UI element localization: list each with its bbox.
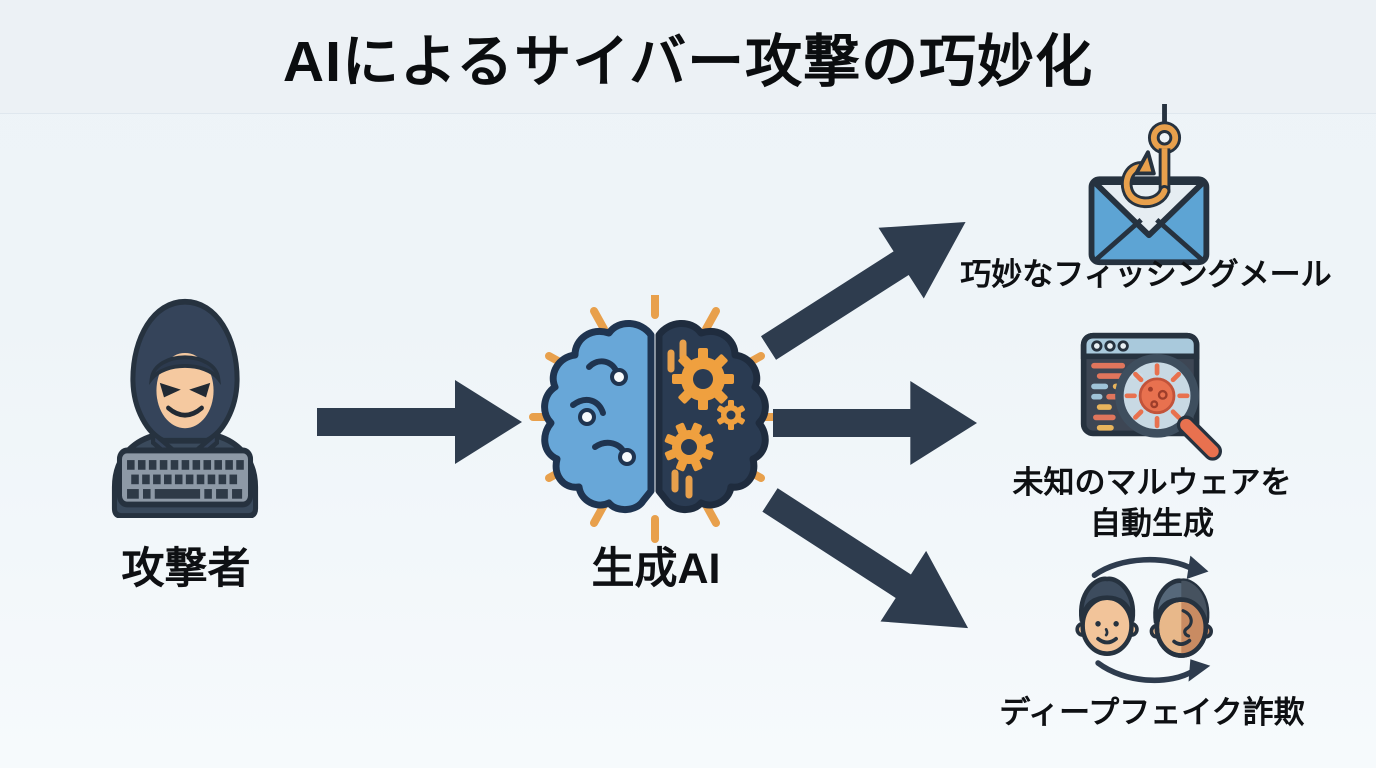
gear-medium (664, 422, 714, 472)
malware-scan-icon (1080, 332, 1222, 461)
arrow-to-malware (773, 381, 977, 465)
deepfake-face-swap-icon (1075, 555, 1213, 684)
malware-label-line1: 未知のマルウェアを (1012, 465, 1292, 500)
gear-small (717, 400, 745, 430)
gear-large (672, 348, 734, 410)
arrow-to-phishing (760, 221, 966, 360)
malware-label-line2: 自動生成 (1090, 506, 1214, 541)
attacker-label: 攻撃者 (121, 545, 251, 593)
generative-ai-label: 生成AI (591, 545, 721, 593)
malware-label: 未知のマルウェアを 自動生成 (1013, 462, 1292, 544)
arrow-attacker-to-ai (317, 380, 522, 464)
arrow-to-deepfake (762, 488, 969, 629)
deepfake-label: ディープフェイク詐欺 (999, 695, 1305, 730)
ai-brain-icon (529, 295, 781, 543)
phishing-email-hook-icon (1088, 104, 1210, 266)
phishing-label: 巧妙なフィッシングメール (960, 257, 1332, 292)
title-band: AIによるサイバー攻撃の巧妙化 (0, 0, 1376, 114)
hooded-attacker-icon (111, 298, 259, 518)
page-title: AIによるサイバー攻撃の巧妙化 (282, 29, 1094, 94)
